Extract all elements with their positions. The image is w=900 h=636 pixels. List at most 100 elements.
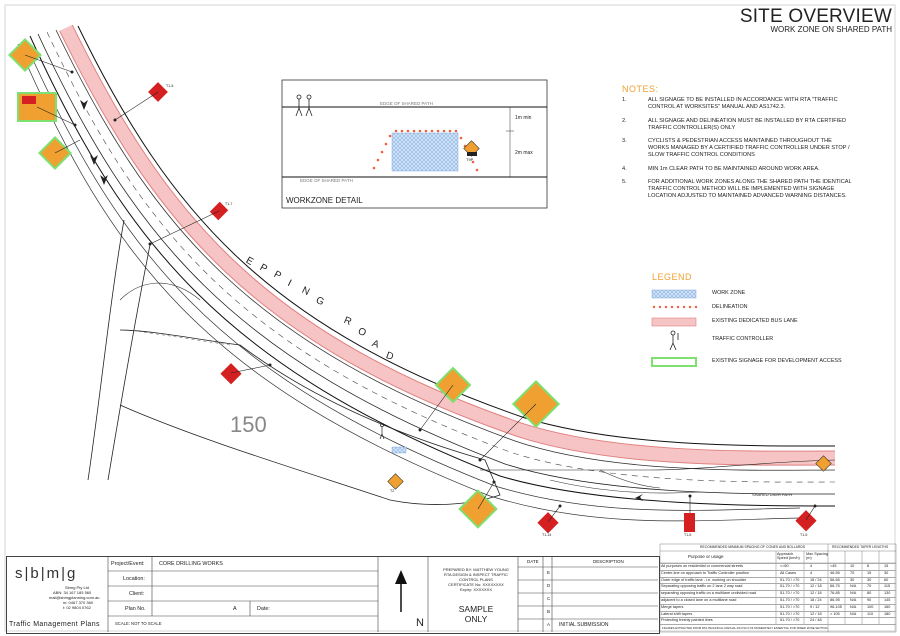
table-cell: 46-55 — [830, 570, 840, 575]
lot-boundary — [119, 329, 501, 505]
table-cell: <=50 — [780, 564, 789, 568]
delineation-cones — [372, 129, 479, 172]
prepared-by: PREPARED BY: MATTHEW YOUNG RTA DESIGN & … — [443, 567, 509, 592]
workzone-hatched — [391, 132, 459, 172]
note-item: 3.CYCLISTS & PEDESTRIAN ACCESS MAINTAINE… — [622, 138, 850, 159]
north-arrow — [395, 570, 407, 612]
table-cell: 12 / 18 — [810, 591, 822, 596]
red-sign-5 — [684, 513, 695, 532]
red-sign-4 — [537, 512, 559, 534]
note-item: 5.FOR ADDITIONAL WORK ZONES ALONG THE SH… — [622, 178, 852, 200]
road-median — [29, 35, 836, 507]
table-cell: 30 — [850, 577, 855, 582]
table-cell: 51-70 / >70 — [780, 611, 800, 616]
table-row: Protecting freshly painted lines 51-70 / … — [660, 617, 896, 626]
map-work-zone — [391, 446, 407, 454]
company-logo: s|b|m|g — [15, 565, 78, 582]
road-name-letter: A — [370, 338, 381, 351]
rev-b: B — [547, 609, 551, 614]
note-item: 2.ALL SIGNAGE AND DELINEATION MUST BE IN… — [622, 117, 847, 131]
table-row: Center-line on approach to Traffic Contr… — [660, 570, 896, 578]
edge-label-top: EDGE OF SHARED PATH — [380, 101, 433, 106]
drawing-border — [4, 4, 896, 632]
date-label: Date: — [257, 606, 270, 612]
table-cell: 96-105 — [830, 604, 842, 609]
sign-code-4: T1-14 — [542, 533, 552, 537]
page-subtitle: WORK ZONE ON SHARED PATH — [770, 25, 893, 34]
scale-label: SCALE: NOT TO SCALE — [115, 621, 162, 626]
legend-item: EXISTING DEDICATED BUS LANE — [712, 318, 798, 324]
location-label: Location: — [123, 576, 145, 582]
sign-code-2: T1-7 — [225, 202, 233, 206]
company-footer: Traffic Management Plans — [9, 621, 100, 628]
dim-2m: 2m max — [515, 150, 533, 156]
legend-item: TRAFFIC CONTROLLER — [712, 336, 774, 342]
table-cell: > 105 — [830, 611, 840, 616]
table-cell: N/A — [850, 604, 857, 609]
road-name-letter: G — [314, 294, 326, 308]
table-cell: <45 — [830, 564, 837, 568]
orange-sign-1 — [387, 473, 404, 490]
legend-heading: LEGEND — [652, 272, 693, 282]
table-cell: 90 — [867, 598, 872, 602]
north-label: N — [416, 617, 424, 629]
table-row: All purposes on residential or commercia… — [660, 563, 896, 571]
table-cell: 86-95 — [830, 598, 840, 602]
table-cell: 130 — [884, 591, 891, 596]
table-cell: 115 — [884, 584, 891, 589]
rev-a-desc: INITIAL SUBMISSION — [559, 622, 609, 628]
road-name-letter: P — [257, 262, 269, 275]
table-cell: Separating opposing traffic on 2 lane 2 … — [661, 584, 743, 589]
plan-rev: A — [233, 606, 237, 612]
road-name-letter: E — [243, 255, 255, 268]
table-cell: 12 / 18 — [810, 584, 822, 589]
side-road — [87, 219, 151, 481]
notes-heading: NOTES: — [622, 84, 659, 94]
legend-item: EXISTING SIGNAGE FOR DEVELOPMENT ACCESS — [712, 358, 842, 364]
table-cell: N/A — [850, 611, 857, 616]
company-abn: ABN: 34 167 185 560 — [53, 590, 92, 595]
plan-label: Plan No. — [125, 606, 146, 612]
table-cell: 18 / 24 — [810, 577, 822, 582]
traffic-controller-map — [379, 423, 385, 440]
rev-desc-header: DESCRIPTION — [593, 559, 624, 564]
table-cell: 180 — [884, 611, 891, 616]
table-cell: All Cases — [780, 570, 797, 575]
table-cell: 30 — [884, 570, 889, 575]
red-sign-3 — [220, 363, 242, 385]
table-cell: Center-line on approach to Traffic Contr… — [661, 570, 749, 575]
legend-swatch-existing — [651, 357, 697, 367]
red-sign-6 — [795, 510, 817, 532]
project-label: Project/Event: — [111, 561, 145, 567]
sign-code-3: T2 — [390, 489, 395, 493]
table-cell: 51-70 / >70 — [780, 591, 800, 596]
table-cell: Outer edge of traffic lane - i.e. workin… — [661, 577, 747, 582]
table-cell: 160 — [884, 604, 891, 609]
sign-code-6: T1-5 — [800, 533, 808, 537]
table-cell: 12 / 18 — [810, 611, 822, 616]
table-cell: 51-70 / >70 — [780, 598, 800, 602]
table-footnote: FIGURES EXTRACTED FROM RTA TECHNICAL MAN… — [662, 626, 828, 630]
table-cell: 30 — [867, 577, 872, 582]
rev-date-header: DATE — [527, 559, 539, 564]
table-cell: Merge tapers — [661, 604, 684, 609]
workzone-detail-title: WORKZONE DETAIL — [286, 196, 363, 205]
sample-stamp: SAMPLE ONLY — [458, 604, 494, 624]
legend-item: DELINEATION — [712, 304, 748, 310]
rev-a: A — [547, 622, 551, 627]
table-cell: Protecting freshly painted lines — [661, 618, 713, 623]
table-cell: 51-70 / >70 — [780, 618, 800, 623]
sign-code-1: T1-5 — [166, 84, 174, 88]
company-email: mail@sbmgplanning.com.au — [49, 595, 100, 600]
table-title-row: RECOMMENDED MINIMUM SPACING OF CONES AND… — [700, 545, 889, 549]
table-cell: 76-85 — [830, 591, 840, 596]
table-cell: N/A — [850, 598, 857, 602]
table-cell: 70 — [867, 584, 872, 589]
pedestrian-icon — [295, 94, 313, 117]
company-mobile: m: 0467 370 360 — [63, 600, 94, 605]
rev-c: C — [547, 596, 551, 601]
rev-e: E — [547, 570, 551, 575]
